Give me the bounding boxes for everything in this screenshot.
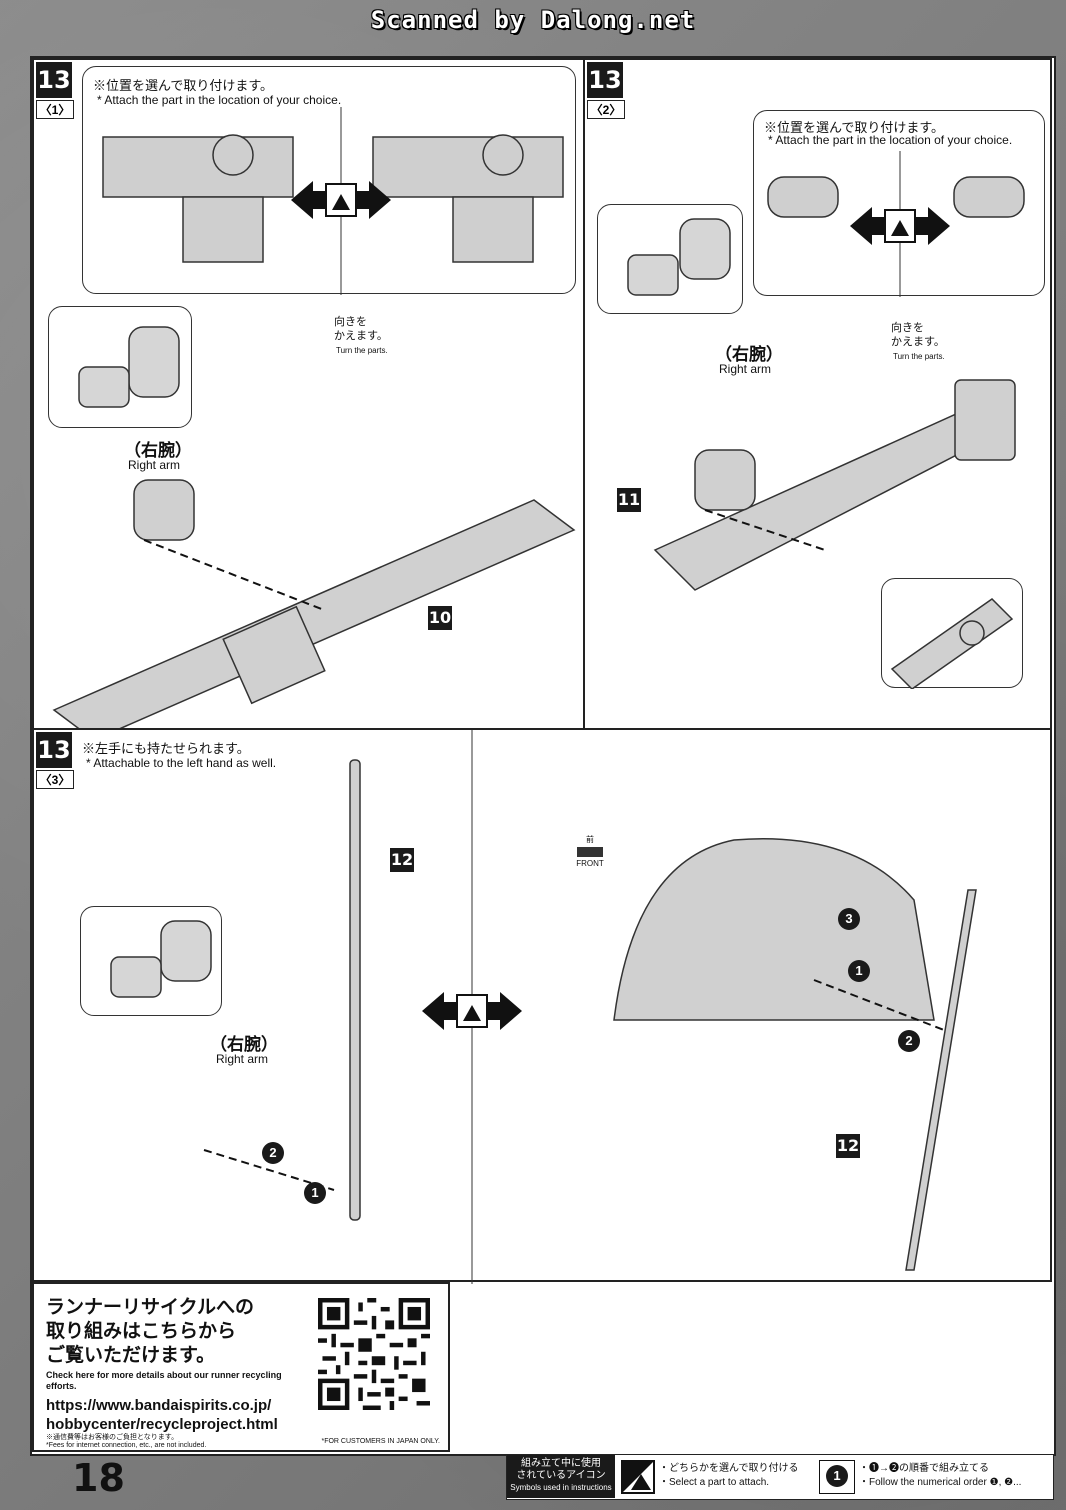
turn-jp-2: かえます。	[334, 330, 388, 342]
right-arm-jp: （右腕）	[124, 441, 192, 460]
hand-illustration	[78, 326, 180, 408]
hand-callout	[48, 306, 192, 428]
grip-options-illustration	[767, 151, 1025, 297]
choose-part-icon	[621, 1460, 655, 1494]
sequence-2: 2	[898, 1030, 920, 1052]
part-number-11: 11	[617, 488, 641, 512]
choose-jp: ・どちらかを選んで取り付ける	[659, 1463, 799, 1474]
recycle-title: ランナーリサイクルへの 取り組みはこちらから ご覧いただけます。	[46, 1296, 254, 1368]
order-icon-frame: 1	[819, 1460, 855, 1494]
step-number: 13	[36, 62, 72, 98]
order-jp: ・❶→❷の順番で組み立てる	[859, 1463, 989, 1474]
turn-jp-2: かえます。	[891, 336, 945, 348]
scan-watermark: Scanned by Dalong.net	[370, 6, 696, 34]
choose-en: ・Select a part to attach.	[659, 1477, 770, 1488]
substep-label: 〈1〉	[36, 100, 74, 119]
right-arm-en: Right arm	[719, 362, 772, 376]
bazooka-illustration	[52, 479, 576, 730]
fee-note: ※通信費等はお客様のご負担となります。 *Fees for internet c…	[46, 1434, 206, 1450]
note-en: * Attachable to the left hand as well.	[86, 756, 277, 770]
recycle-en: Check here for more details about our ru…	[46, 1370, 282, 1391]
hand-callout	[80, 906, 222, 1016]
hand-callout	[597, 204, 743, 314]
choose-one-icon	[850, 203, 950, 254]
recycle-title-line-2: 取り組みはこちらから	[46, 1321, 237, 1342]
hand-illustration	[110, 920, 212, 998]
choose-one-icon	[291, 177, 391, 228]
right-arm-en: Right arm	[128, 458, 181, 472]
step-13-2-panel: 13 〈2〉 ※位置を選んで取り付けます。 * Attach the part …	[583, 58, 1052, 730]
sequence-3: 3	[838, 908, 860, 930]
legend-header-line-3: Symbols used in instructions	[510, 1483, 612, 1492]
bazooka-illustration	[653, 379, 1016, 591]
instruction-sheet: 13 〈1〉 ※位置を選んで取り付けます。 * Attach the part …	[30, 56, 1056, 1456]
choose-one-icon	[422, 988, 522, 1039]
note-jp: ※位置を選んで取り付けます。	[93, 78, 274, 93]
legend-header: 組み立て中に使用 されているアイコン Symbols used in instr…	[507, 1455, 615, 1498]
front-icon	[577, 847, 603, 857]
recycle-url-line-2[interactable]: hobbycenter/recycleproject.html	[46, 1416, 278, 1433]
note-jp: ※位置を選んで取り付けます。	[764, 120, 945, 135]
choice-callout: ※位置を選んで取り付けます。 * Attach the part in the …	[753, 110, 1045, 297]
note-en: * Attach the part in the location of you…	[97, 93, 342, 107]
part-number-10: 10	[428, 606, 452, 630]
turn-jp-1: 向きを	[891, 322, 924, 334]
recycle-title-line-1: ランナーリサイクルへの	[46, 1297, 255, 1318]
turn-en: Turn the parts.	[336, 346, 388, 355]
order-icon: 1	[826, 1465, 848, 1487]
substep-label: 〈3〉	[36, 770, 74, 789]
step-number: 13	[587, 62, 623, 98]
right-arm-jp: （右腕）	[715, 345, 783, 364]
detail-illustration	[890, 598, 1014, 690]
sequence-1: 1	[304, 1182, 326, 1204]
scope-options-illustration	[102, 107, 564, 295]
substep-label: 〈2〉	[587, 100, 625, 119]
legend-header-line-2: されているアイコン	[516, 1470, 606, 1481]
note-jp: ※左手にも持たせられます。	[82, 741, 250, 756]
symbols-legend: 組み立て中に使用 されているアイコン Symbols used in instr…	[506, 1454, 1054, 1500]
recycle-info-box: ランナーリサイクルへの 取り組みはこちらから ご覧いただけます。 Check h…	[32, 1282, 450, 1452]
hand-illustration	[627, 218, 731, 296]
part-number-12-b: 12	[836, 1134, 860, 1158]
fee-note-jp: ※通信費等はお客様のご負担となります。	[46, 1434, 179, 1441]
sequence-1: 1	[848, 960, 870, 982]
step-number: 13	[36, 732, 72, 768]
front-jp: 前	[586, 835, 594, 844]
fee-note-en: *Fees for internet connection, etc., are…	[46, 1442, 207, 1449]
page-number: 18	[72, 1456, 125, 1500]
turn-jp-1: 向きを	[334, 316, 367, 328]
turn-en: Turn the parts.	[893, 352, 945, 361]
step-13-1-panel: 13 〈1〉 ※位置を選んで取り付けます。 * Attach the part …	[32, 58, 585, 730]
front-indicator: 前 FRONT	[570, 834, 610, 868]
step-13-3-panel: 13 〈3〉 ※左手にも持たせられます。 * Attachable to the…	[32, 728, 1052, 1284]
choice-callout: ※位置を選んで取り付けます。 * Attach the part in the …	[82, 66, 576, 295]
sequence-2: 2	[262, 1142, 284, 1164]
recycle-url[interactable]: https://www.bandaispirits.co.jp/ hobbyce…	[46, 1396, 278, 1434]
front-en: FRONT	[576, 859, 604, 868]
detail-callout	[881, 578, 1023, 690]
right-arm-en: Right arm	[216, 1052, 269, 1066]
recycle-url-line-1[interactable]: https://www.bandaispirits.co.jp/	[46, 1397, 272, 1414]
right-arm-jp: （右腕）	[210, 1035, 278, 1054]
customers-note: *FOR CUSTOMERS IN JAPAN ONLY.	[321, 1438, 440, 1445]
legend-header-line-1: 組み立て中に使用	[521, 1458, 601, 1469]
order-en: ・Follow the numerical order ❶, ❷...	[859, 1477, 1022, 1488]
qr-code[interactable]	[318, 1298, 430, 1410]
recycle-title-line-3: ご覧いただけます。	[46, 1345, 216, 1366]
note-en: * Attach the part in the location of you…	[768, 133, 1013, 147]
part-number-12-a: 12	[390, 848, 414, 872]
